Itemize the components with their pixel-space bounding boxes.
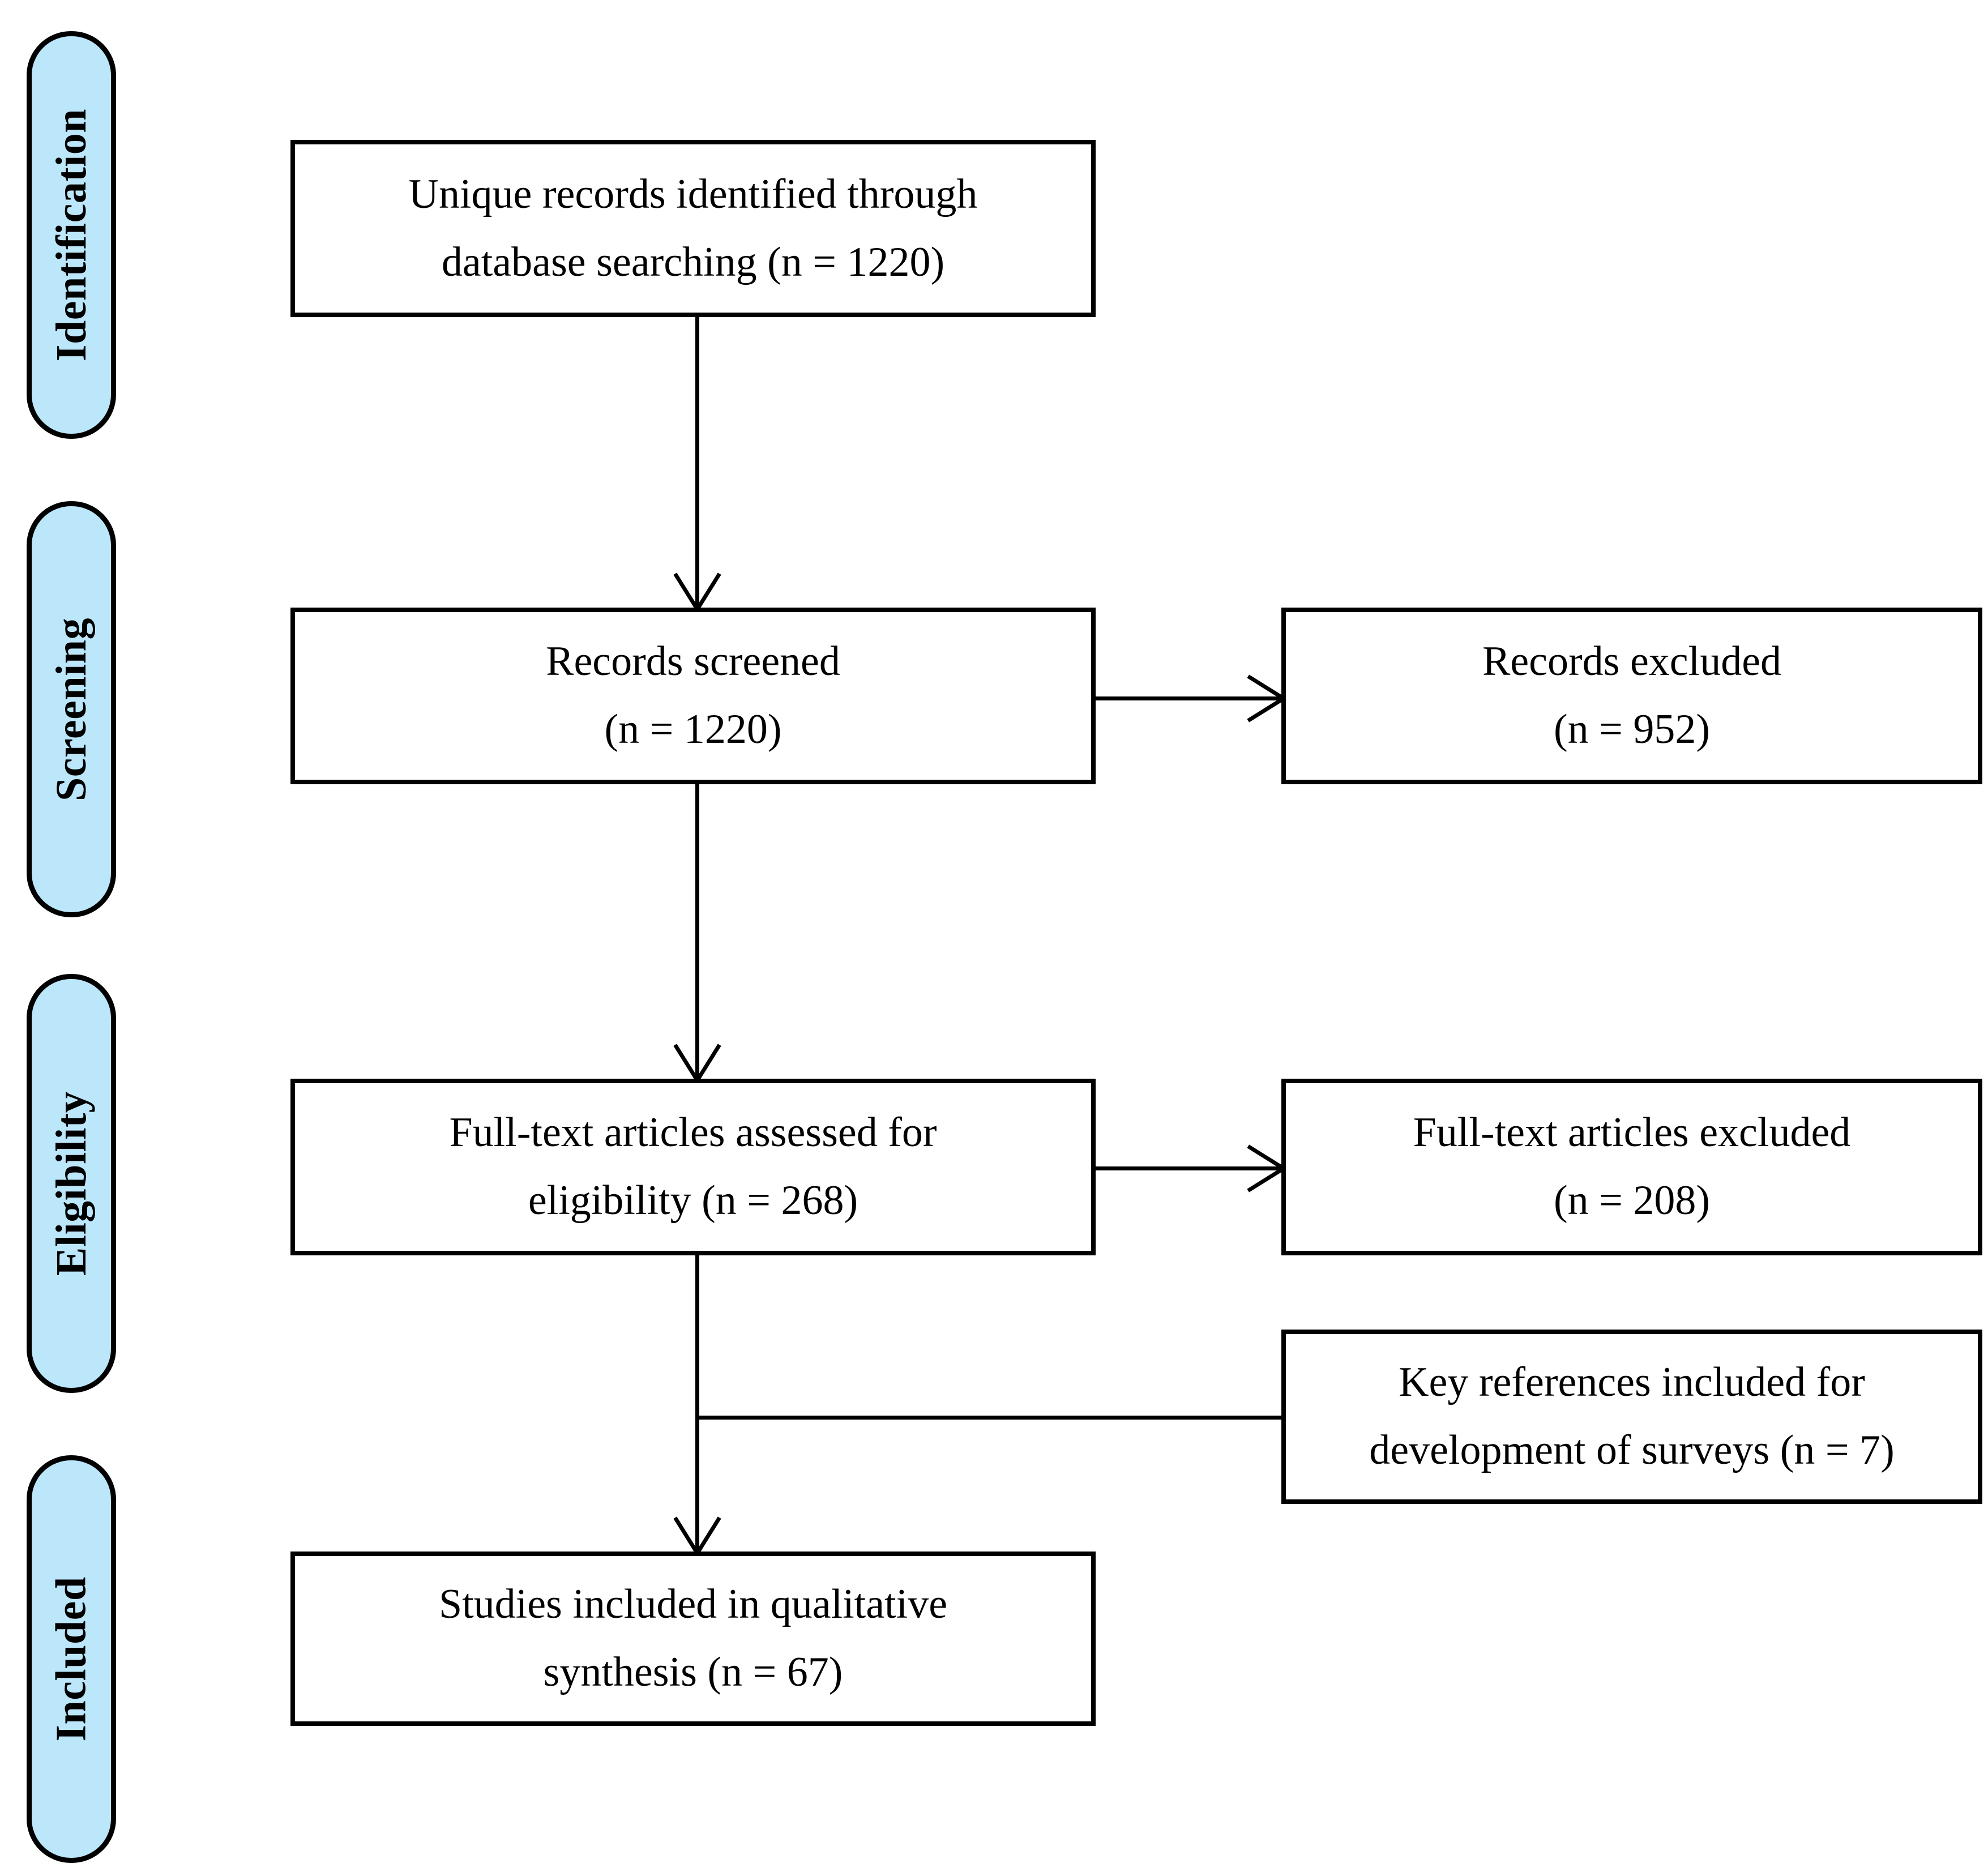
connector-fulltext-to-fulltext-excluded: [1094, 1166, 1284, 1170]
stage-capsule-eligibility: Eligibility: [27, 974, 116, 1393]
stage-capsule-screening: Screening: [27, 501, 116, 917]
stage-capsule-identification: Identification: [27, 31, 116, 439]
stage-label-included: Included: [48, 1576, 96, 1742]
connector-keyrefs-to-main-line: [695, 1416, 1284, 1420]
flow-box-records-screened: Records screened (n = 1220): [290, 608, 1096, 784]
stage-label-eligibility: Eligibility: [48, 1091, 95, 1276]
flow-box-key-references-text: Key references included for development …: [1369, 1359, 1895, 1473]
flow-box-fulltext-excluded-text: Full-text articles excluded (n = 208): [1413, 1109, 1851, 1224]
connector-identified-to-screened: [695, 316, 699, 609]
stage-capsule-included: Included: [27, 1455, 116, 1863]
flow-box-records-excluded: Records excluded (n = 952): [1281, 608, 1982, 784]
flow-box-fulltext-assessed: Full-text articles assessed for eligibil…: [290, 1079, 1096, 1255]
flow-box-fulltext-assessed-text: Full-text articles assessed for eligibil…: [449, 1109, 937, 1224]
stage-label-screening: Screening: [48, 617, 96, 801]
stage-label-identification: Identification: [48, 108, 95, 362]
flow-box-fulltext-excluded: Full-text articles excluded (n = 208): [1281, 1079, 1982, 1255]
flow-box-records-identified-text: Unique records identified through databa…: [408, 170, 978, 285]
flow-box-studies-included-text: Studies included in qualitative synthesi…: [438, 1581, 948, 1695]
flow-box-key-references: Key references included for development …: [1281, 1330, 1982, 1504]
connector-screened-to-fulltext: [695, 783, 699, 1080]
flow-box-records-identified: Unique records identified through databa…: [290, 140, 1096, 317]
flow-box-studies-included: Studies included in qualitative synthesi…: [290, 1552, 1096, 1726]
connector-screened-to-excluded: [1094, 696, 1284, 700]
connector-fulltext-to-studies: [695, 1254, 699, 1553]
flow-box-records-screened-text: Records screened (n = 1220): [546, 638, 840, 753]
flow-box-records-excluded-text: Records excluded (n = 952): [1482, 638, 1782, 753]
